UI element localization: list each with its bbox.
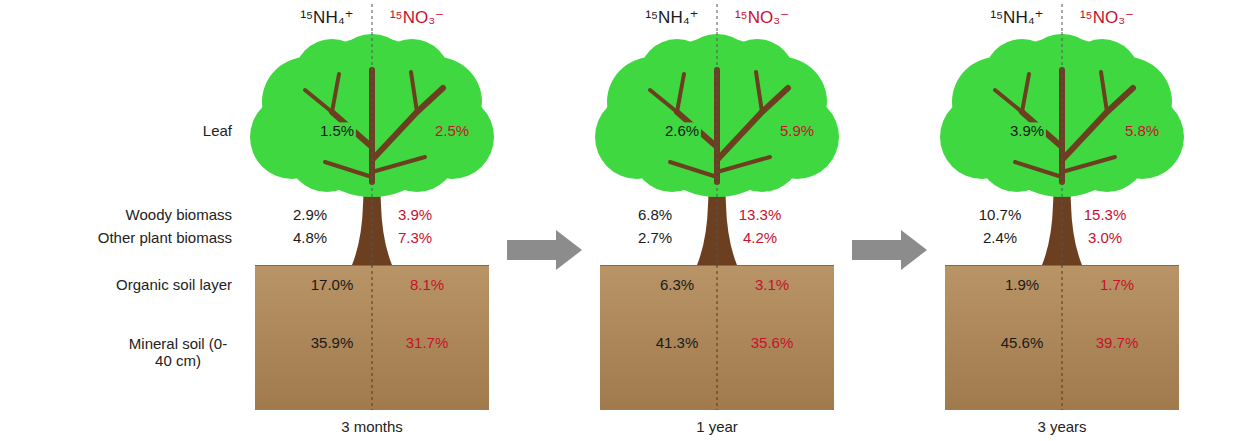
divider-line — [1062, 265, 1063, 410]
branch — [305, 90, 332, 112]
percentage-value: 8.1% — [408, 276, 446, 293]
branch — [325, 162, 372, 177]
percentage-value: 39.7% — [1094, 334, 1141, 351]
percentage-value: 35.6% — [749, 334, 796, 351]
isotope-header: ¹⁵NO₃⁻ — [1080, 8, 1134, 28]
percentage-value: 17.0% — [309, 276, 356, 293]
percentage-value: 41.3% — [654, 334, 701, 351]
percentage-value: 5.8% — [1123, 122, 1161, 139]
divider-line — [372, 32, 373, 265]
divider-line — [372, 4, 373, 32]
isotope-header: ¹⁵NO₃⁻ — [735, 8, 789, 28]
percentage-value: 1.5% — [318, 122, 356, 139]
tree-outline — [247, 32, 497, 265]
soil-outline — [600, 265, 834, 410]
tree-figure: 3.9% 5.8% 10.7% 15.3% 2.4% 3.0% — [937, 32, 1187, 265]
percentage-value: 2.6% — [663, 122, 701, 139]
soil-outline — [255, 265, 489, 410]
percentage-value: 2.5% — [433, 122, 471, 139]
row-label: Mineral soil (0-40 cm) — [123, 335, 233, 370]
percentage-value: 4.2% — [741, 229, 779, 246]
percentage-value: 2.9% — [291, 206, 329, 223]
time-arrow — [852, 230, 927, 270]
divider-line — [717, 4, 718, 32]
percentage-value: 3.9% — [396, 206, 434, 223]
branch — [332, 74, 339, 112]
percentage-value: 2.4% — [981, 229, 1019, 246]
branch — [1062, 157, 1115, 172]
soil-outline — [945, 265, 1179, 410]
percentage-value: 31.7% — [404, 334, 451, 351]
branch — [677, 74, 684, 112]
percentage-value: 10.7% — [977, 206, 1024, 223]
soil-block: 6.3% 3.1% 41.3% 35.6% — [600, 265, 834, 410]
percentage-value: 3.0% — [1086, 229, 1124, 246]
soil-block — [600, 265, 834, 410]
time-caption: 1 year — [696, 418, 738, 435]
soil-block: 17.0% 8.1% 35.9% 31.7% — [255, 265, 489, 410]
branch — [670, 162, 717, 177]
isotope-header: ¹⁵NH₄⁺ — [990, 8, 1043, 28]
branch — [411, 72, 417, 112]
divider-line — [717, 265, 718, 410]
soil-block — [945, 265, 1179, 410]
percentage-value: 3.9% — [1008, 122, 1046, 139]
soil-block — [255, 265, 489, 410]
branch — [717, 157, 770, 172]
row-label: Organic soil layer — [116, 276, 232, 293]
time-arrow — [507, 230, 582, 270]
branch — [1101, 72, 1107, 112]
time-caption: 3 years — [1037, 418, 1086, 435]
time-caption: 3 months — [341, 418, 403, 435]
percentage-value: 15.3% — [1082, 206, 1129, 223]
branch — [1022, 74, 1029, 112]
branch — [756, 72, 762, 112]
row-label: Leaf — [203, 122, 232, 139]
percentage-value: 1.9% — [1003, 276, 1041, 293]
branch — [650, 90, 677, 112]
tree-figure: 2.6% 5.9% 6.8% 13.3% 2.7% 4.2% — [592, 32, 842, 265]
percentage-value: 35.9% — [309, 334, 356, 351]
branch — [1015, 162, 1062, 177]
tree-figure: 1.5% 2.5% 2.9% 3.9% 4.8% 7.3% — [247, 32, 497, 265]
divider-line — [1062, 4, 1063, 32]
soil-block: 1.9% 1.7% 45.6% 39.7% — [945, 265, 1179, 410]
percentage-value: 3.1% — [753, 276, 791, 293]
row-label: Woody biomass — [126, 206, 232, 223]
percentage-value: 2.7% — [636, 229, 674, 246]
branch — [372, 157, 425, 172]
divider-line — [717, 32, 718, 265]
branch — [995, 90, 1022, 112]
percentage-value: 7.3% — [396, 229, 434, 246]
tree-branches — [650, 70, 788, 182]
tree-outline — [592, 32, 842, 265]
percentage-value: 1.7% — [1098, 276, 1136, 293]
isotope-header: ¹⁵NH₄⁺ — [300, 8, 353, 28]
percentage-value: 5.9% — [778, 122, 816, 139]
tree-branches — [995, 70, 1133, 182]
divider-line — [1062, 32, 1063, 265]
isotope-header: ¹⁵NH₄⁺ — [645, 8, 698, 28]
percentage-value: 4.8% — [291, 229, 329, 246]
percentage-value: 45.6% — [999, 334, 1046, 351]
percentage-value: 13.3% — [737, 206, 784, 223]
row-label: Other plant biomass — [98, 229, 232, 246]
percentage-value: 6.8% — [636, 206, 674, 223]
tree-outline — [937, 32, 1187, 265]
tree-branches — [305, 70, 443, 182]
divider-line — [372, 265, 373, 410]
percentage-value: 6.3% — [658, 276, 696, 293]
isotope-header: ¹⁵NO₃⁻ — [390, 8, 444, 28]
